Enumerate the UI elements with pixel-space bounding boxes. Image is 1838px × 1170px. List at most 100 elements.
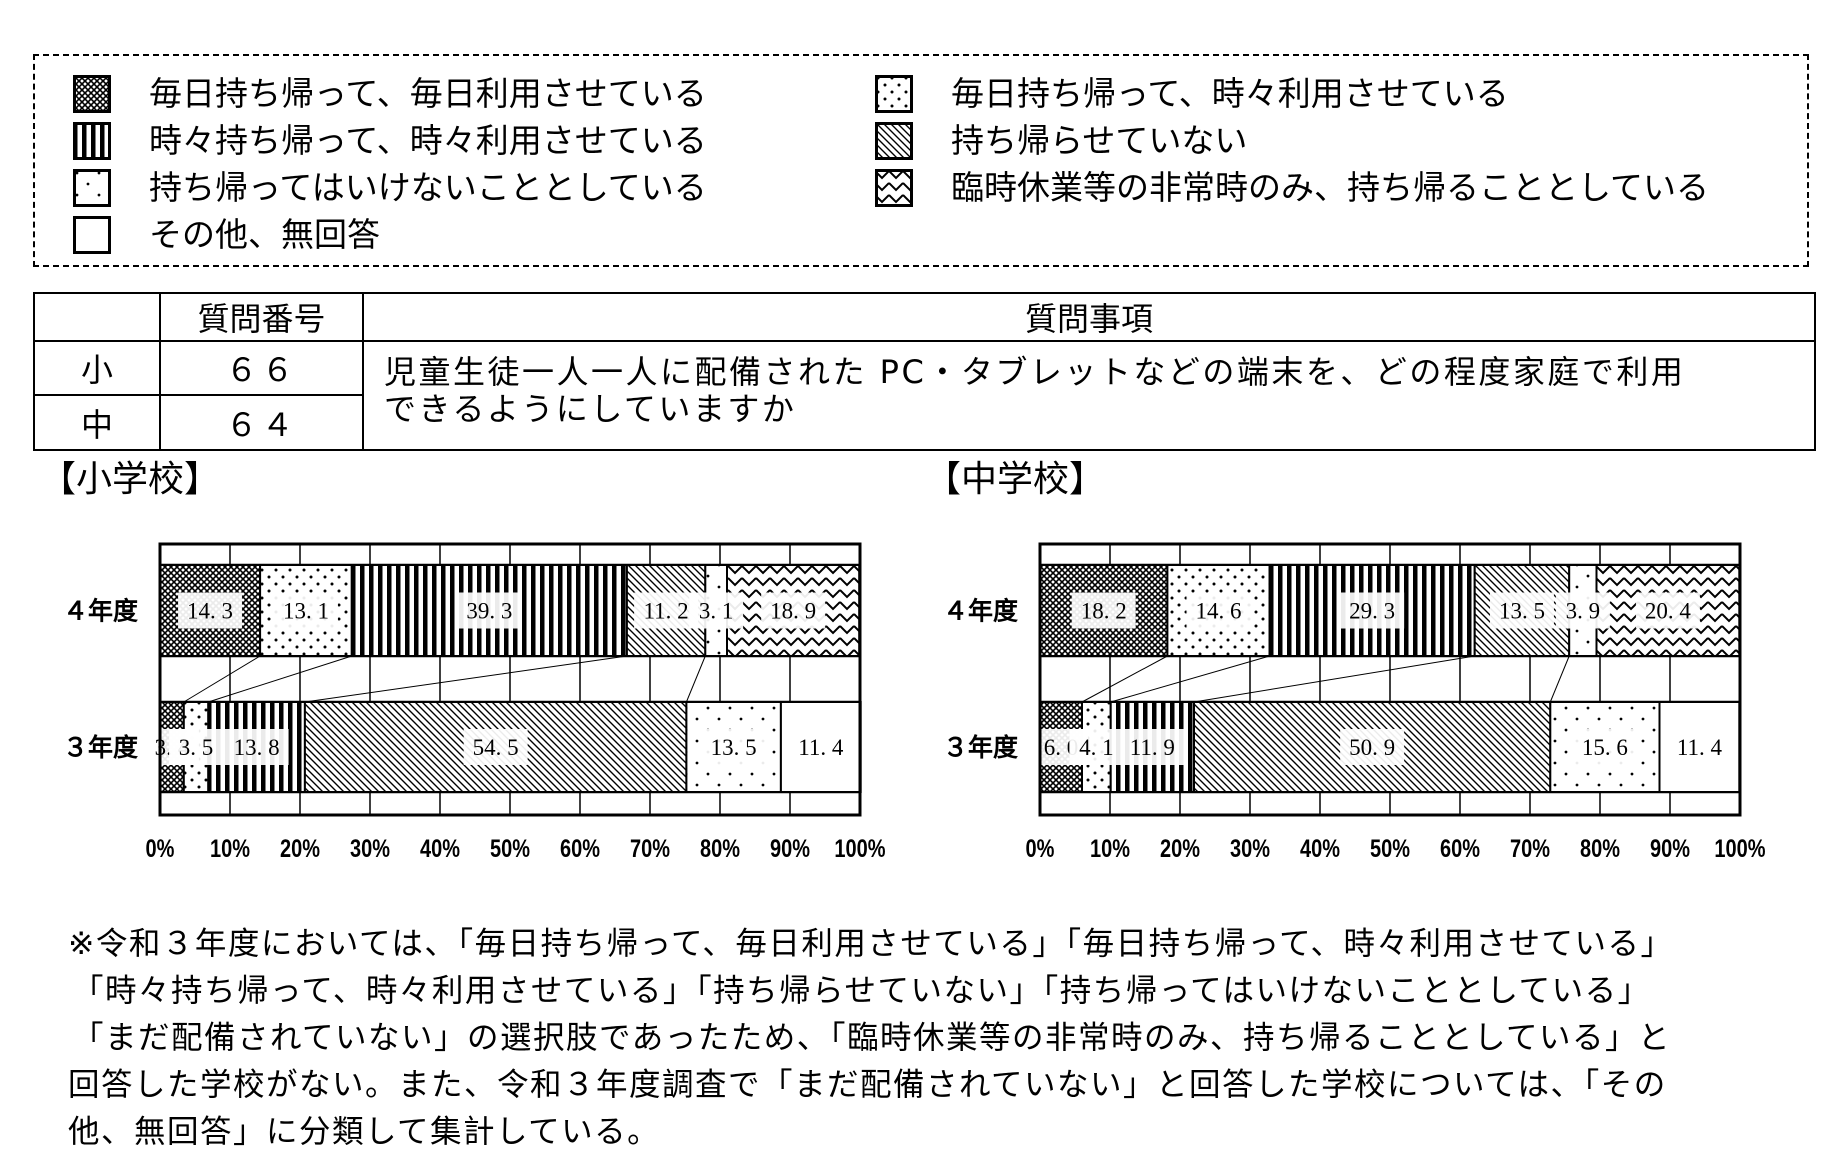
data-label: 11. 9 [1130,735,1175,760]
footnote-line: 「まだ配備されていない」の選択肢であったため、「臨時休業等の非常時のみ、持ち帰る… [72,1020,1672,1056]
footnote-line: ※令和３年度においては、「毎日持ち帰って、毎日利用させている」「毎日持ち帰って、… [68,926,1674,962]
legend-swatch-wave [875,169,913,207]
data-label: 29. 3 [1349,599,1395,624]
row-label: ４年度 [63,597,138,626]
data-label: 14. 3 [187,599,233,624]
x-tick-label: 90% [770,835,810,863]
x-tick-label: 20% [280,835,320,863]
connector-line [304,655,627,703]
data-label: 3. 1 [699,599,734,624]
data-label: 13. 8 [234,735,280,760]
chart-title-elementary: 【小学校】 [40,459,221,500]
data-label-bg [761,592,826,629]
legend-label: その他、無回答 [149,215,380,254]
legend-label: 時々持ち帰って、時々利用させている [149,121,707,160]
question-text: 児童生徒一人一人に配備された PC・タブレットなどの端末を、どの程度家庭で利用 … [362,340,1816,451]
data-label-bg [1120,729,1185,765]
data-label-bg [1572,729,1637,765]
data-label-bg [224,729,289,765]
connector-line [1081,655,1168,703]
x-tick-label: 50% [490,835,530,863]
legend-label: 持ち帰ってはいけないこととしている [149,168,707,207]
legend-label: 毎日持ち帰って、毎日利用させている [149,74,707,113]
x-tick-label: 60% [1440,835,1480,863]
data-label: 11. 4 [1677,735,1723,760]
data-label-bg [1667,729,1732,765]
header-item: 質問事項 [362,292,1816,342]
connector-line [1549,655,1570,703]
data-label: 20. 4 [1645,599,1692,624]
data-label-bg [1186,592,1251,629]
data-label: 11. 2 [644,599,689,624]
data-label: 13. 5 [711,735,757,760]
data-label: 13. 5 [1499,599,1545,624]
x-tick-label: 100% [1714,835,1765,863]
data-label: 11. 4 [798,735,844,760]
x-tick-label: 90% [1650,835,1690,863]
data-label: 18. 9 [770,599,816,624]
footnote-line: 他、無回答」に分類して集計している。 [68,1114,661,1150]
question-table: 質問番号 質問事項 小 ６６ 児童生徒一人一人に配備された PC・タブレットなど… [33,292,1816,451]
legend-swatch-dots [875,75,913,113]
table-corner [33,292,161,342]
x-tick-label: 30% [350,835,390,863]
question-line-1: 児童生徒一人一人に配備された PC・タブレットなどの端末を、どの程度家庭で利用 [384,353,1686,391]
data-label: 3. 9 [1566,599,1601,624]
x-tick-label: 40% [420,835,460,863]
legend-swatch-crosshatch [73,75,111,113]
connector-line [183,655,261,703]
data-label-bg [169,729,224,765]
x-tick-label: 70% [630,835,670,863]
question-line-2: できるようにしていますか [384,390,797,428]
data-label: 39. 3 [466,599,512,624]
x-tick-label: 80% [1580,835,1620,863]
x-tick-label: 50% [1370,835,1410,863]
x-tick-label: 80% [700,835,740,863]
legend-swatch-blank [73,216,111,254]
footnote-line: 回答した学校がない。また、令和３年度調査で「まだ配備されていない」と回答した学校… [68,1067,1667,1103]
data-label-bg [1635,592,1700,629]
data-label-bg [1340,592,1405,629]
data-label-bg [463,729,528,765]
bar-segment [726,564,861,657]
data-label-bg [701,729,766,765]
legend-label: 毎日持ち帰って、時々利用させている [951,74,1509,113]
data-label-bg [273,592,338,629]
legend-swatch-sparse-dots [73,169,111,207]
data-label-bg [1555,592,1610,629]
data-label-bg [788,729,853,765]
data-label: 50. 9 [1349,735,1395,760]
data-label: 3. 5 [179,735,214,760]
plot-frame [158,542,862,817]
data-label-bg [1071,592,1136,629]
data-label-bg [1069,729,1124,765]
row-label: ３年度 [63,733,138,762]
school-junior-high: 中 [33,394,161,451]
data-label-bg [689,592,744,629]
header-number: 質問番号 [159,292,364,342]
data-label: 13. 1 [283,599,329,624]
data-label: 18. 2 [1081,599,1127,624]
plot-frame [1038,542,1742,817]
x-tick-label: 70% [1510,835,1550,863]
data-label: 14. 6 [1196,599,1242,624]
legend: 毎日持ち帰って、毎日利用させている 毎日持ち帰って、時々利用させている時々持ち帰っ… [33,54,1809,267]
legend-label: 臨時休業等の非常時のみ、持ち帰ることとしている [951,168,1710,207]
data-label-bg [634,592,699,629]
x-tick-label: 10% [1090,835,1130,863]
bar-segment [1595,564,1741,657]
data-label: 15. 6 [1582,735,1628,760]
x-tick-label: 20% [1160,835,1200,863]
question-number-junior-high: ６４ [159,394,364,451]
connector-line [685,655,706,703]
school-elementary: 小 [33,340,161,396]
data-label-bg [1340,729,1405,765]
data-label-bg [1489,592,1554,629]
row-label: ３年度 [943,733,1018,762]
x-tick-label: 0% [146,835,175,863]
x-tick-label: 100% [834,835,885,863]
x-tick-label: 10% [210,835,250,863]
